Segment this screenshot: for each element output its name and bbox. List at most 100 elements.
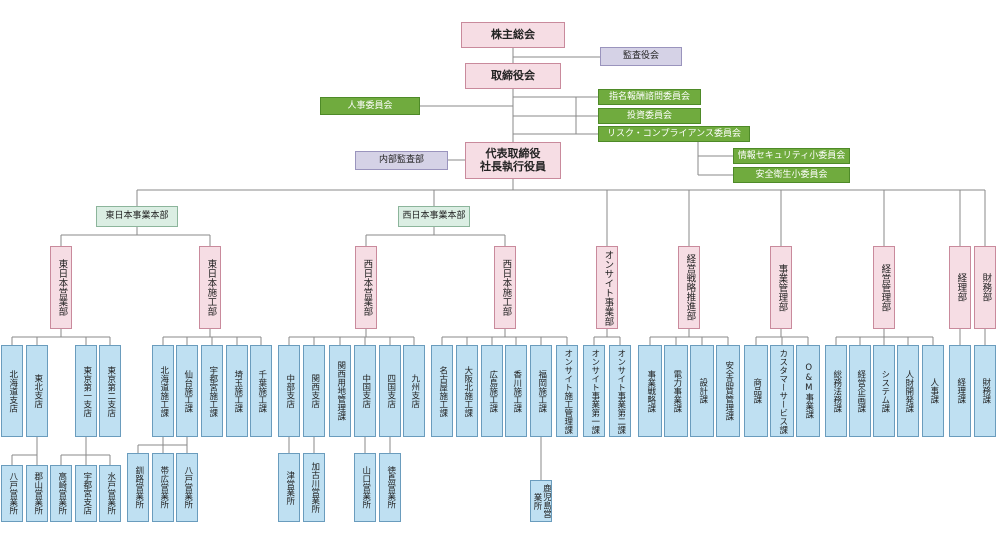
audit-board-label: 監査役会	[622, 51, 659, 62]
dept-onsite: オンサイト事業部	[596, 246, 618, 329]
unit-label: 関西用地管理課	[335, 361, 346, 421]
unit-hokkaido-construction: 北海道施工課	[152, 345, 174, 437]
infosec-subcommittee-label: 情報セキュリティ小委員会	[737, 150, 846, 161]
infosec-subcommittee-box: 情報セキュリティ小委員会	[733, 148, 850, 164]
unit-tohoku-branch: 東北支店	[26, 345, 48, 437]
dept-east-construction-label: 東日本施工部	[205, 259, 217, 316]
unit-shikoku-branch: 四国支店	[379, 345, 401, 437]
office-label: 山口営業所	[360, 466, 371, 509]
unit-power-business: 電力事業課	[664, 345, 688, 437]
unit-label: 設計課	[697, 378, 708, 404]
unit-system: システム課	[873, 345, 895, 437]
dept-finance: 財務部	[974, 246, 996, 329]
safety-subcommittee-box: 安全衛生小委員会	[733, 167, 850, 183]
unit-design: 設計課	[690, 345, 714, 437]
investment-committee-label: 投資委員会	[626, 110, 672, 121]
unit-label: オンサイト施工管理課	[562, 348, 573, 434]
unit-osaka-north-construction: 大阪北施工課	[456, 345, 478, 437]
dept-west-sales: 西日本営業部	[355, 246, 377, 329]
unit-products: 商品課	[744, 345, 768, 437]
dept-finance-label: 財務部	[980, 273, 992, 302]
unit-personnel: 人事課	[922, 345, 944, 437]
board-of-directors-label: 取締役会	[491, 68, 535, 82]
audit-board-box: 監査役会	[600, 47, 682, 66]
office-label: 帯広営業所	[158, 466, 169, 509]
dept-east-construction: 東日本施工部	[199, 246, 221, 329]
dept-strategy-label: 経営戦略推進部	[684, 254, 696, 321]
unit-label: 関西支店	[309, 374, 320, 408]
risk-committee-label: リスク・コンプライアンス委員会	[606, 128, 741, 139]
unit-label: 九州支店	[409, 374, 420, 408]
office-utsunomiya-branch: 宇都宮支店	[75, 465, 97, 522]
unit-onsite-construction-mgmt: オンサイト施工管理課	[556, 345, 578, 437]
internal-audit-label: 内部監査部	[378, 155, 424, 166]
unit-nagoya-construction: 名古屋施工課	[431, 345, 453, 437]
unit-utsunomiya-construction: 宇都宮施工課	[201, 345, 223, 437]
unit-saitama-construction: 埼玉施工課	[226, 345, 248, 437]
unit-corporate-planning: 経営企画課	[849, 345, 871, 437]
unit-onsite-business2: オンサイト事業第二課	[609, 345, 631, 437]
unit-tokyo1-branch: 東京第一支店	[75, 345, 97, 437]
office-yamaguchi-sales: 山口営業所	[354, 453, 376, 522]
unit-label: オンサイト事業第一課	[589, 348, 600, 434]
unit-label: 香川施工課	[511, 369, 522, 413]
unit-business-strategy: 事業戦略課	[638, 345, 662, 437]
unit-label: 総務法務課	[831, 369, 842, 413]
unit-label: 東北支店	[32, 374, 43, 408]
unit-label: 福岡施工課	[536, 369, 547, 413]
nomination-committee-box: 指名報酬諮問委員会	[598, 89, 701, 105]
unit-accounting: 経理課	[949, 345, 971, 437]
office-label: 鹿児島営業所	[532, 484, 552, 518]
unit-label: 埼玉施工課	[232, 369, 243, 413]
office-hachinohe-sales: 八戸営業所	[1, 465, 23, 522]
unit-label: 商品課	[751, 378, 762, 404]
unit-safety-quality: 安全品質管理課	[716, 345, 740, 437]
unit-label: 経理課	[955, 378, 966, 404]
unit-kyushu-branch: 九州支店	[403, 345, 425, 437]
hr-committee-box: 人事委員会	[320, 97, 420, 115]
west-division-box: 西日本事業本部	[398, 206, 470, 227]
office-kushiro-sales: 釧路営業所	[127, 453, 149, 522]
dept-west-construction-label: 西日本施工部	[500, 259, 512, 316]
unit-label: 北海道支店	[7, 369, 18, 413]
unit-label: 広島施工課	[487, 369, 498, 413]
office-label: 津営業所	[284, 470, 295, 505]
risk-committee-box: リスク・コンプライアンス委員会	[598, 126, 750, 142]
unit-label: 東京第二支店	[105, 365, 116, 417]
dept-accounting: 経理部	[949, 246, 971, 329]
unit-label: 大阪北施工課	[462, 365, 473, 417]
ceo-title-line1: 代表取締役	[485, 147, 541, 161]
dept-onsite-label: オンサイト事業部	[602, 249, 614, 326]
unit-om-business: O&M事業課	[796, 345, 820, 437]
unit-label: 仙台施工課	[182, 369, 193, 413]
office-label: 宇都宮支店	[81, 472, 92, 515]
office-label: 徳島営業所	[385, 466, 396, 509]
office-label: 釧路営業所	[133, 466, 144, 509]
dept-business-mgmt: 事業管理部	[770, 246, 792, 329]
unit-label: 中部支店	[284, 374, 295, 408]
safety-subcommittee-label: 安全衛生小委員会	[755, 169, 828, 180]
unit-label: 千葉施工課	[256, 369, 267, 413]
shareholders-meeting-box: 株主総会	[461, 22, 565, 48]
office-label: 八戸営業所	[7, 472, 18, 515]
unit-fukuoka-construction: 福岡施工課	[530, 345, 552, 437]
unit-chubu-branch: 中部支店	[278, 345, 300, 437]
office-label: 高崎営業所	[56, 472, 67, 515]
unit-chiba-construction: 千葉施工課	[250, 345, 272, 437]
dept-mgmt: 経営管理部	[873, 246, 895, 329]
office-takasaki-sales: 高崎営業所	[50, 465, 72, 522]
office-obihiro-sales: 帯広営業所	[152, 453, 174, 522]
unit-hr-development: 人財開発課	[897, 345, 919, 437]
office-kagoshima-sales: 鹿児島営業所	[530, 480, 552, 522]
office-mito-sales: 水戸営業所	[99, 465, 121, 522]
dept-accounting-label: 経理部	[955, 273, 967, 302]
office-kakogawa-sales: 加古川営業所	[303, 453, 325, 522]
unit-label: 経営企画課	[855, 369, 866, 413]
unit-hokkaido-branch: 北海道支店	[1, 345, 23, 437]
unit-label: 中国支店	[360, 374, 371, 408]
shareholders-meeting-label: 株主総会	[491, 27, 535, 41]
unit-label: O&M事業課	[803, 363, 814, 419]
east-division-label: 東日本事業本部	[105, 211, 169, 222]
ceo-title-line2: 社長執行役員	[480, 159, 546, 173]
